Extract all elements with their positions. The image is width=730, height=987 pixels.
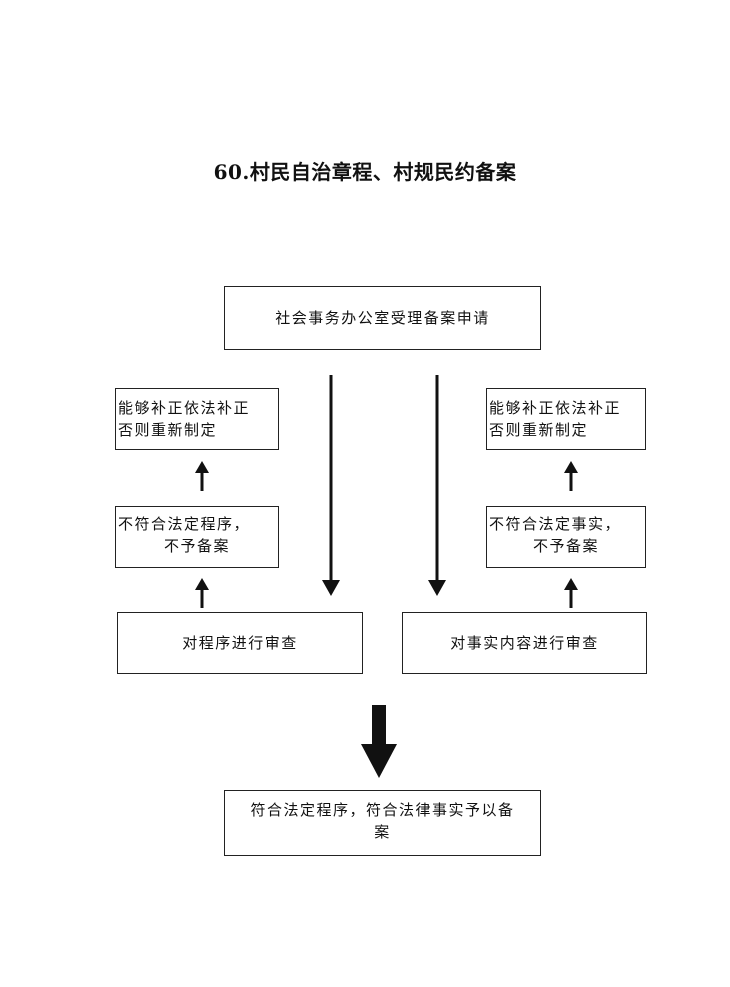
- right-correct-line2: 否则重新制定: [489, 421, 589, 439]
- left-reject-box: 不符合法定程序， 不予备案: [115, 506, 279, 568]
- final-result-box: 符合法定程序，符合法律事实予以备 案: [224, 790, 541, 856]
- arrow-right-review-to-reject: [564, 578, 578, 608]
- final-result-line2: 案: [374, 823, 391, 841]
- left-reject-line1: 不符合法定程序，: [118, 515, 251, 533]
- left-correct-line2: 否则重新制定: [118, 421, 218, 439]
- arrow-accept-to-right-review: [428, 375, 446, 596]
- right-reject-box: 不符合法定事实， 不予备案: [486, 506, 646, 568]
- right-correct-line1: 能够补正依法补正: [489, 399, 622, 417]
- right-reject-line2: 不予备案: [532, 537, 599, 555]
- accept-application-box: 社会事务办公室受理备案申请: [224, 286, 541, 350]
- arrow-left-reject-to-correct: [195, 461, 209, 491]
- final-result-line1: 符合法定程序，符合法律事实予以备: [250, 801, 515, 819]
- accept-application-label: 社会事务办公室受理备案申请: [275, 309, 490, 327]
- arrow-to-final-result: [361, 705, 397, 778]
- right-review-box: 对事实内容进行审查: [402, 612, 647, 674]
- left-review-box: 对程序进行审查: [117, 612, 363, 674]
- arrow-right-reject-to-correct: [564, 461, 578, 491]
- arrow-left-review-to-reject: [195, 578, 209, 608]
- page-title: 60.村民自治章程、村规民约备案: [213, 160, 517, 184]
- left-review-label: 对程序进行审查: [182, 634, 298, 652]
- arrow-accept-to-left-review: [322, 375, 340, 596]
- right-correct-box: 能够补正依法补正 否则重新制定: [486, 388, 646, 450]
- left-reject-line2: 不予备案: [163, 537, 230, 555]
- left-correct-box: 能够补正依法补正 否则重新制定: [115, 388, 279, 450]
- left-correct-line1: 能够补正依法补正: [118, 399, 251, 417]
- right-review-label: 对事实内容进行审查: [450, 634, 599, 652]
- right-reject-line1: 不符合法定事实，: [489, 515, 622, 533]
